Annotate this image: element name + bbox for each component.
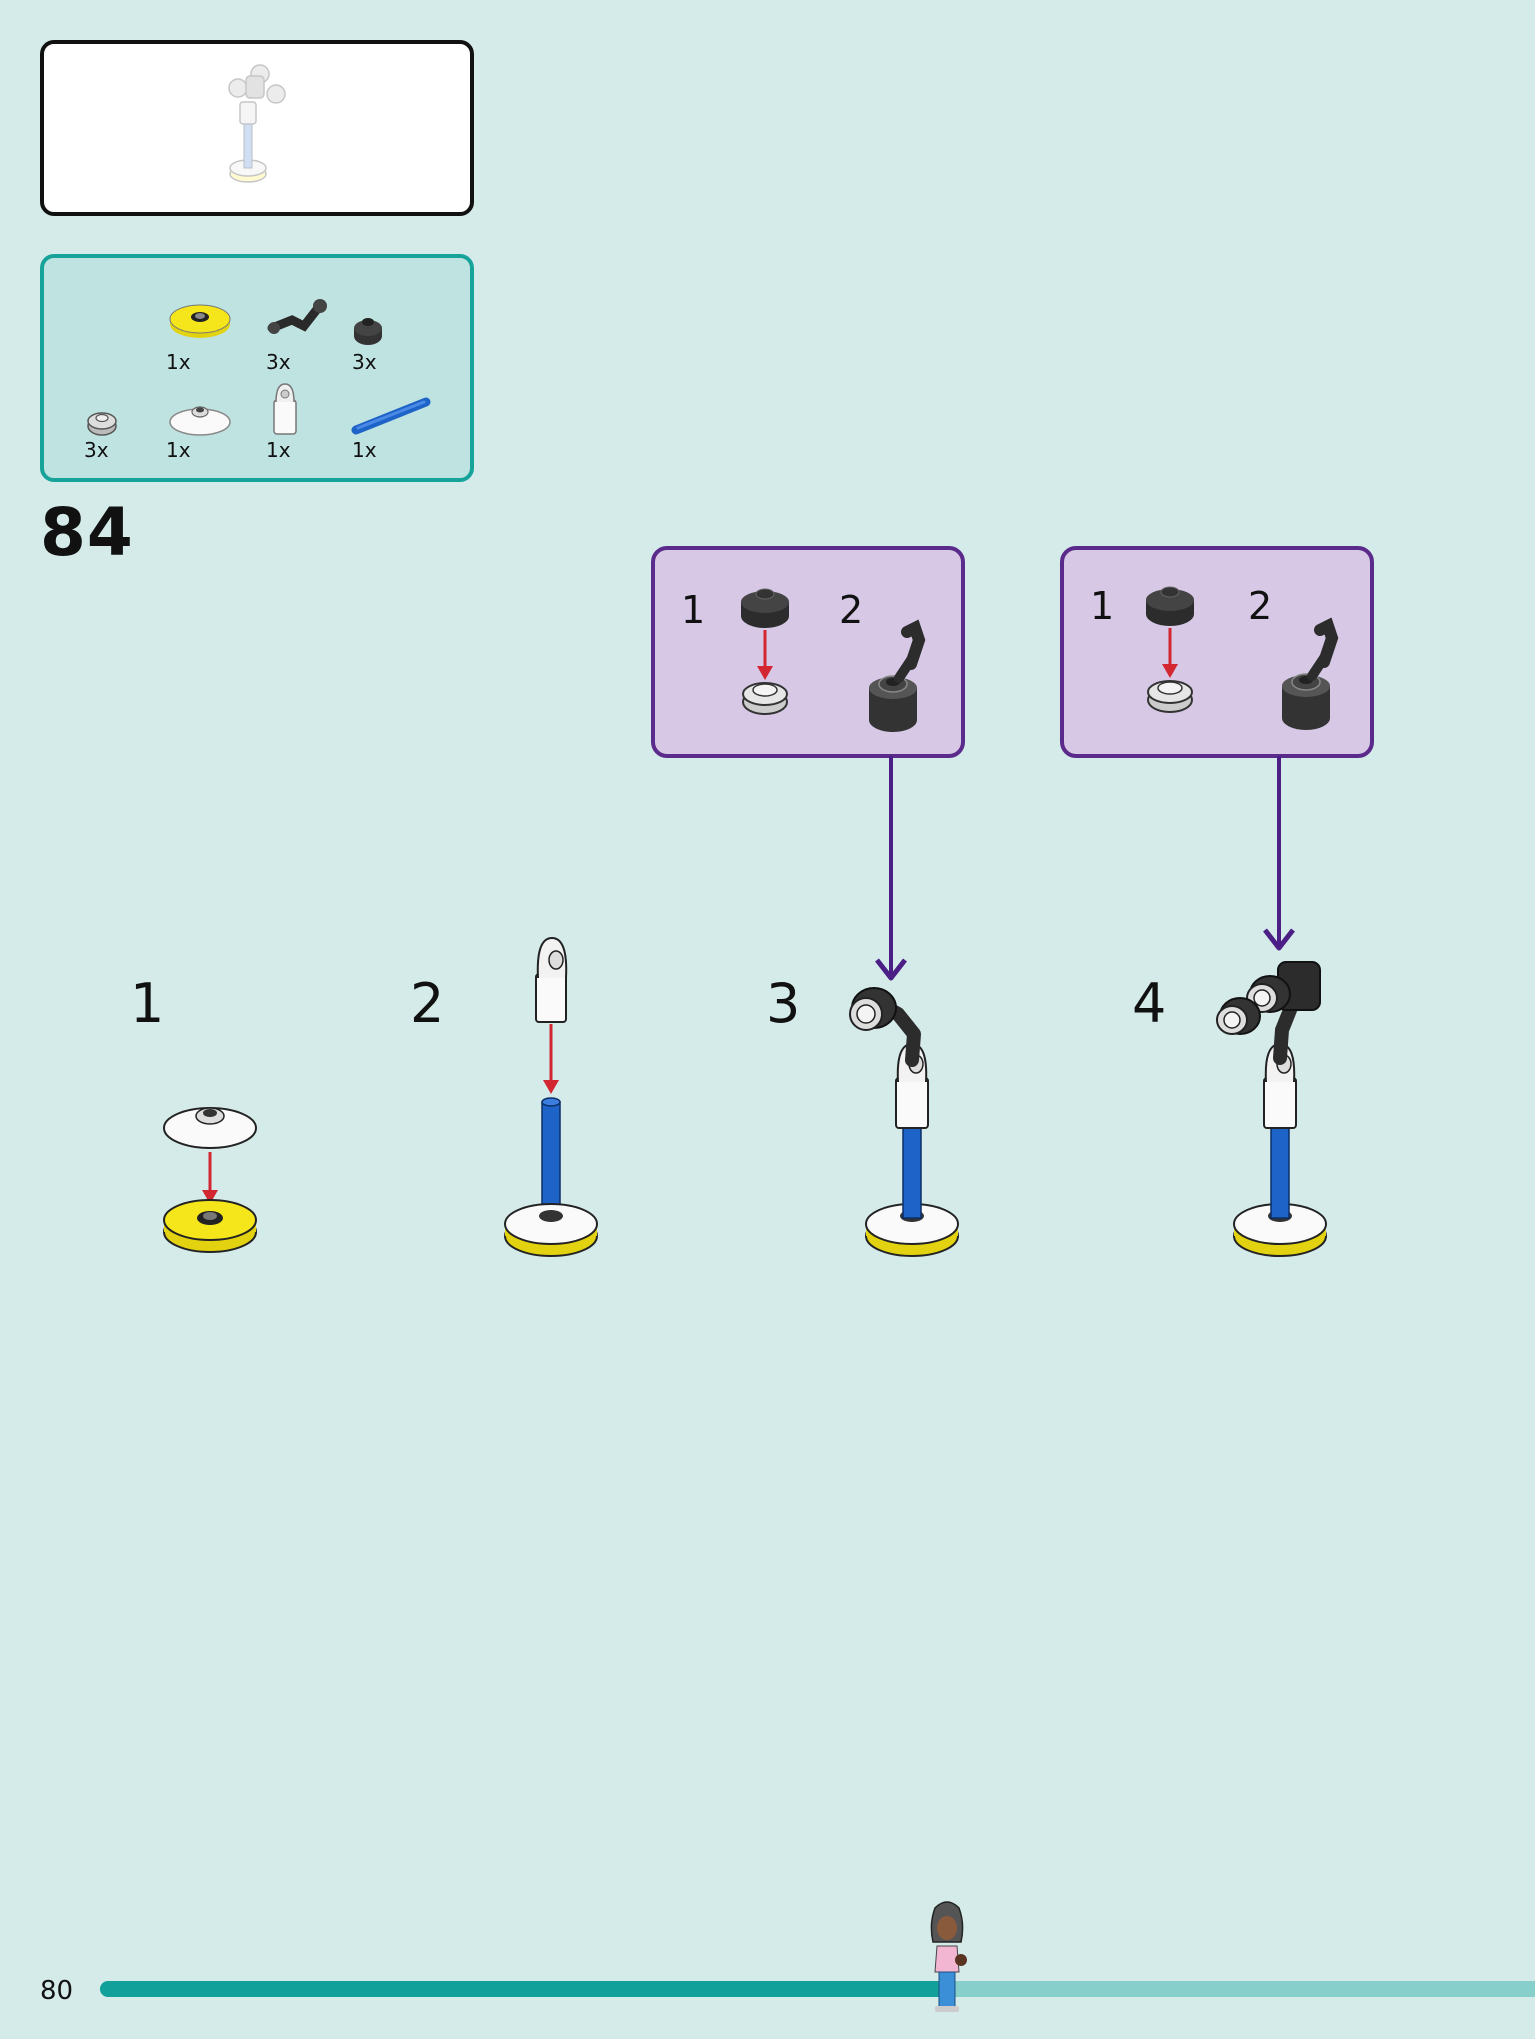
step-4-lamp-two-heads-diagram [1216, 961, 1327, 1257]
step-1-dish-on-tile-diagram [163, 1107, 257, 1253]
yellow-round-tile-icon [169, 304, 231, 338]
preview-box [40, 40, 474, 216]
cap-on-plate-diagram [1146, 586, 1194, 713]
sub-step-number: 1 [681, 588, 706, 632]
step-3-lamp-one-head-diagram [849, 987, 959, 1257]
blue-bar-icon [351, 397, 431, 435]
purple-arrow-icon [875, 756, 907, 981]
qty-label: 1x [166, 350, 191, 374]
sub-step-number: 2 [839, 588, 864, 632]
step-2-clip-on-bar-diagram [504, 936, 598, 1257]
lamp-preview-icon [228, 64, 286, 183]
step-number: 3 [766, 972, 801, 1035]
step-number: 1 [130, 972, 165, 1035]
sub-assembly-box: 1 2 [651, 546, 965, 758]
parts-list-box: 1x 3x 3x 3x 1x 1x 1x [40, 254, 474, 482]
sub-step-number: 2 [1248, 584, 1273, 628]
qty-label: 1x [166, 438, 191, 462]
black-clip-arm-icon [267, 299, 327, 334]
sub-assembly-box: 1 2 [1060, 546, 1374, 758]
white-clip-brick-icon [273, 383, 297, 435]
page-number: 80 [40, 1976, 74, 2006]
step-number: 4 [1132, 972, 1167, 1035]
black-round-cap-icon [354, 318, 382, 345]
gray-round-plate-icon [87, 412, 117, 436]
clip-on-cap-diagram [1282, 617, 1339, 730]
qty-label: 3x [266, 350, 291, 374]
purple-arrow-icon [1263, 756, 1295, 951]
main-step-number: 84 [40, 494, 134, 571]
progress-fill [100, 1981, 947, 1997]
clip-on-cap-diagram [869, 619, 926, 732]
qty-label: 1x [352, 438, 377, 462]
white-dish-icon [169, 406, 231, 436]
step-number: 2 [410, 972, 445, 1035]
cap-on-plate-diagram [741, 588, 789, 715]
minifigure-progress-icon [930, 1901, 967, 2012]
qty-label: 3x [84, 438, 109, 462]
qty-label: 3x [352, 350, 377, 374]
qty-label: 1x [266, 438, 291, 462]
sub-step-number: 1 [1090, 584, 1115, 628]
